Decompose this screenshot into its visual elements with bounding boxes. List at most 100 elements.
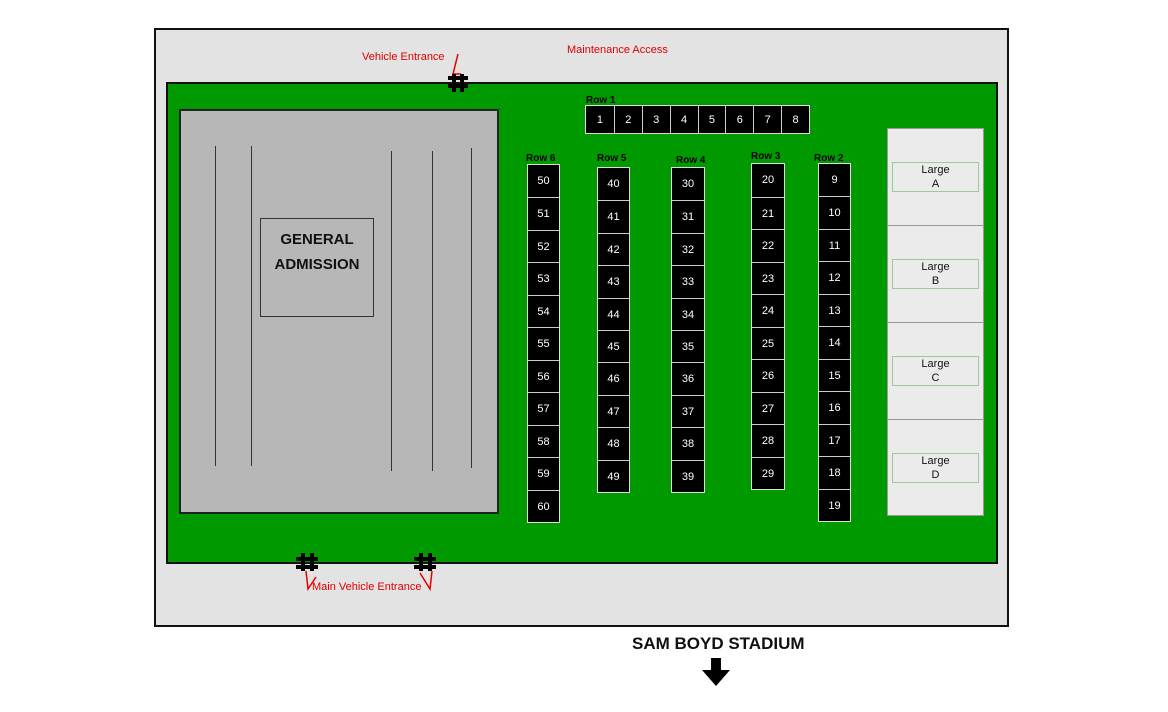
parking-space[interactable]: 29 bbox=[752, 456, 784, 489]
parking-space[interactable]: 18 bbox=[819, 456, 850, 489]
row-label-2: Row 2 bbox=[814, 153, 844, 164]
parking-space[interactable]: 17 bbox=[819, 423, 850, 457]
parking-space[interactable]: 52 bbox=[528, 229, 559, 263]
parking-space[interactable]: 20 bbox=[752, 164, 784, 197]
large-space-b[interactable]: Large B bbox=[888, 226, 983, 323]
row-label-1: Row 1 bbox=[586, 95, 616, 106]
parking-space[interactable]: 15 bbox=[819, 358, 850, 392]
row-label-5: Row 5 bbox=[597, 153, 627, 164]
large-space-c[interactable]: Large C bbox=[888, 323, 983, 420]
lane-line bbox=[432, 151, 433, 471]
vehicle-entrance-marker[interactable] bbox=[444, 52, 474, 94]
parking-space[interactable]: 44 bbox=[598, 297, 629, 330]
main-vehicle-entrance-label: Main Vehicle Entrance bbox=[312, 581, 422, 593]
parking-space[interactable]: 38 bbox=[672, 427, 704, 460]
parking-space[interactable]: 1 bbox=[586, 106, 614, 133]
large-space-label-line: C bbox=[931, 372, 940, 384]
parking-space[interactable]: 57 bbox=[528, 392, 559, 425]
parking-space[interactable]: 45 bbox=[598, 330, 629, 363]
row-label-4: Row 4 bbox=[676, 155, 706, 166]
parking-space[interactable]: 11 bbox=[819, 228, 850, 262]
parking-space[interactable]: 8 bbox=[781, 106, 809, 133]
parking-space[interactable]: 31 bbox=[672, 200, 704, 233]
large-space-label-line: B bbox=[931, 275, 940, 287]
parking-space[interactable]: 60 bbox=[528, 489, 559, 522]
parking-space[interactable]: 22 bbox=[752, 229, 784, 262]
parking-space[interactable]: 41 bbox=[598, 200, 629, 233]
parking-space[interactable]: 43 bbox=[598, 265, 629, 298]
parking-space[interactable]: 19 bbox=[819, 488, 850, 521]
parking-space[interactable]: 47 bbox=[598, 394, 629, 428]
parking-space[interactable]: 50 bbox=[528, 165, 559, 198]
parking-space[interactable]: 6 bbox=[725, 106, 754, 133]
row-label-6: Row 6 bbox=[526, 153, 556, 164]
general-admission-area[interactable] bbox=[179, 109, 499, 514]
parking-space[interactable]: 25 bbox=[752, 326, 784, 359]
lane-line bbox=[251, 146, 252, 466]
parking-space[interactable]: 27 bbox=[752, 391, 784, 424]
parking-space[interactable]: 51 bbox=[528, 197, 559, 230]
parking-space[interactable]: 56 bbox=[528, 359, 559, 393]
maintenance-access-label: Maintenance Access bbox=[567, 44, 668, 56]
parking-space[interactable]: 26 bbox=[752, 359, 784, 392]
parking-space[interactable]: 34 bbox=[672, 297, 704, 330]
parking-space[interactable]: 7 bbox=[753, 106, 782, 133]
large-space-label-line: Large bbox=[921, 358, 950, 370]
main-entrance-marker-right[interactable] bbox=[410, 551, 440, 593]
large-space-d[interactable]: Large D bbox=[888, 420, 983, 515]
parking-space[interactable]: 36 bbox=[672, 362, 704, 395]
parking-space[interactable]: 35 bbox=[672, 330, 704, 363]
large-space-label-line: Large bbox=[921, 455, 950, 467]
lane-line bbox=[471, 148, 472, 468]
parking-space[interactable]: 32 bbox=[672, 232, 704, 266]
parking-space[interactable]: 4 bbox=[669, 106, 698, 133]
general-admission-label-line: ADMISSION bbox=[274, 256, 360, 273]
parking-space[interactable]: 9 bbox=[819, 164, 850, 197]
parking-space[interactable]: 54 bbox=[528, 294, 559, 328]
vehicle-entrance-label: Vehicle Entrance bbox=[362, 51, 445, 63]
parking-space[interactable]: 13 bbox=[819, 293, 850, 327]
parking-space[interactable]: 59 bbox=[528, 457, 559, 490]
parking-space[interactable]: 55 bbox=[528, 327, 559, 360]
parking-space[interactable]: 21 bbox=[752, 196, 784, 229]
parking-space[interactable]: 37 bbox=[672, 394, 704, 428]
parking-space[interactable]: 42 bbox=[598, 232, 629, 266]
parking-space[interactable]: 14 bbox=[819, 326, 850, 359]
parking-space[interactable]: 49 bbox=[598, 459, 629, 492]
lane-line bbox=[215, 146, 216, 466]
large-spaces-column: Large A Large B Large C Large D bbox=[887, 128, 984, 516]
parking-space[interactable]: 39 bbox=[672, 459, 704, 492]
parking-space[interactable]: 24 bbox=[752, 294, 784, 327]
parking-space[interactable]: 30 bbox=[672, 168, 704, 201]
parking-space[interactable]: 58 bbox=[528, 424, 559, 458]
stadium-label: SAM BOYD STADIUM bbox=[632, 634, 805, 653]
large-space-label-line: Large bbox=[921, 164, 950, 176]
parking-space[interactable]: 3 bbox=[641, 106, 670, 133]
parking-space[interactable]: 48 bbox=[598, 427, 629, 460]
large-space-label-line: Large bbox=[921, 261, 950, 273]
general-admission-label: GENERAL ADMISSION bbox=[260, 218, 374, 317]
parking-space[interactable]: 33 bbox=[672, 265, 704, 298]
large-space-label-line: D bbox=[931, 469, 940, 481]
parking-space[interactable]: 40 bbox=[598, 168, 629, 201]
parking-space[interactable]: 46 bbox=[598, 362, 629, 395]
large-space-label: Large C bbox=[892, 356, 979, 386]
large-space-label: Large D bbox=[892, 453, 979, 483]
parking-space[interactable]: 5 bbox=[697, 106, 726, 133]
general-admission-label-line: GENERAL bbox=[280, 231, 354, 248]
parking-space[interactable]: 28 bbox=[752, 424, 784, 457]
parking-space[interactable]: 10 bbox=[819, 196, 850, 229]
parking-space[interactable]: 2 bbox=[613, 106, 642, 133]
parking-space[interactable]: 23 bbox=[752, 261, 784, 294]
parking-space[interactable]: 53 bbox=[528, 262, 559, 295]
parking-space[interactable]: 16 bbox=[819, 391, 850, 424]
main-entrance-marker-left[interactable] bbox=[292, 551, 322, 593]
parking-space[interactable]: 12 bbox=[819, 261, 850, 294]
large-space-a[interactable]: Large A bbox=[888, 129, 983, 226]
